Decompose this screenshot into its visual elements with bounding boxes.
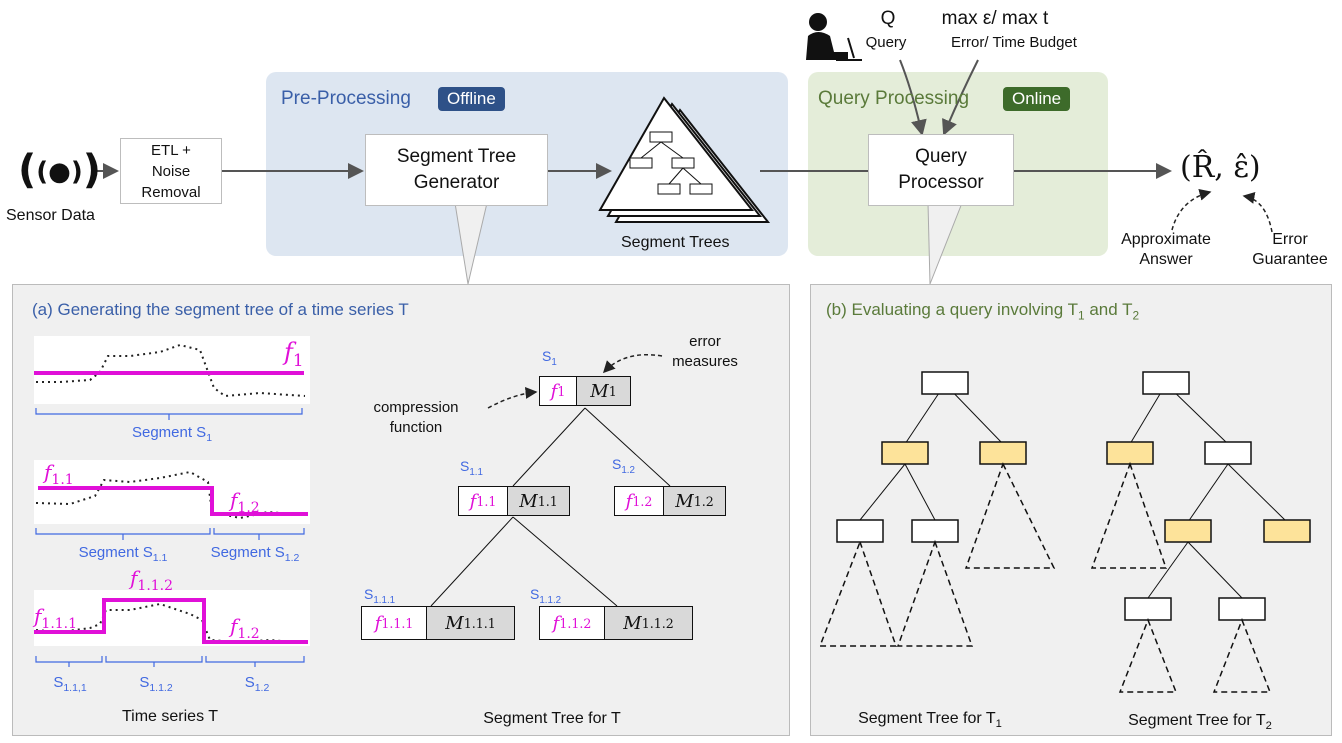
plot2-function-right: f1.2	[230, 488, 260, 516]
plot-3-braces	[35, 656, 305, 667]
plot2-function-left: f1.1	[44, 460, 74, 488]
node-s111-label: S1.1.1	[364, 586, 396, 606]
plot1-function-label: f1	[284, 338, 304, 370]
offline-badge: Offline	[438, 87, 505, 111]
plot3-seg-1: S1.1,1	[53, 674, 87, 694]
budget-symbol: max ε/ max t	[941, 8, 1049, 29]
arrow-budget	[942, 59, 979, 136]
node-s112-label: S1.1.2	[530, 586, 562, 606]
segment-trees-label: Segment Trees	[621, 234, 730, 251]
plot3-function-2: f1.1.2	[130, 566, 174, 594]
node-s12-label: S1.2	[612, 456, 635, 476]
error-measures-label: error measures	[672, 333, 738, 370]
panel-b	[810, 284, 1332, 736]
tree-a-caption: Segment Tree for T	[483, 710, 621, 727]
plot-1-brace	[35, 408, 303, 420]
timeseries-caption: Time series T	[121, 708, 219, 725]
tree-t1	[818, 371, 1056, 647]
plot-3	[34, 590, 310, 646]
plot-2-braces	[35, 528, 305, 540]
arrow-compression	[487, 386, 538, 409]
plot3-seg-3: S1.2	[244, 674, 270, 694]
online-badge: Online	[1003, 87, 1071, 111]
tree-t2-caption: Segment Tree for T2	[1128, 712, 1272, 733]
sensor-icon: ((●))	[18, 147, 102, 193]
query-processor-box: Query Processor	[868, 134, 1014, 206]
plot-1	[34, 336, 310, 404]
callout-a	[454, 202, 488, 285]
node-s1-label: S1	[542, 348, 557, 368]
panel-a-title: (a) Generating the segment tree of a tim…	[32, 300, 409, 319]
sensor-label: Sensor Data	[6, 207, 95, 224]
callout-b	[927, 202, 963, 285]
budget-label: Error/ Time Budget	[951, 34, 1077, 51]
arrow-error-guarantee	[1242, 191, 1273, 233]
tree-t2	[1090, 371, 1311, 693]
query-symbol: Q	[880, 8, 896, 29]
segment-trees-icon	[598, 96, 771, 223]
plot3-function-3: f1.2	[230, 614, 260, 642]
tree-a-edges	[430, 407, 671, 607]
query-label: Query	[865, 34, 907, 51]
plot3-function-1: f1.1.1	[34, 604, 78, 632]
node-s11-label: S1.1	[460, 458, 483, 478]
plot-2	[34, 460, 310, 524]
plot2-segment-right: Segment S1.2	[210, 544, 300, 564]
output-symbol: (R̂, ε̂)	[1180, 150, 1261, 185]
segment-tree-generator-box: Segment Tree Generator	[365, 134, 548, 206]
tree-t1-caption: Segment Tree for T1	[858, 710, 1002, 731]
etl-box: ETL + Noise Removal	[120, 138, 222, 204]
approx-answer-label: Approximate Answer	[1121, 231, 1211, 268]
query-processing-title: Query Processing	[818, 88, 970, 109]
arrow-approx	[1171, 188, 1212, 231]
arrow-query	[899, 59, 927, 136]
error-guarantee-label: Error Guarantee	[1252, 231, 1328, 268]
plot1-segment-label: Segment S1	[131, 424, 213, 444]
plot3-seg-2: S1.1.2	[139, 674, 173, 694]
compression-function-label: compression function	[373, 399, 459, 436]
panel-b-title: (b) Evaluating a query involving T1 and …	[826, 300, 1140, 323]
plot2-segment-left: Segment S1.1	[78, 544, 168, 564]
preprocessing-title: Pre-Processing	[281, 88, 411, 109]
arrow-error-measures	[602, 353, 663, 374]
user-icon	[806, 13, 862, 61]
